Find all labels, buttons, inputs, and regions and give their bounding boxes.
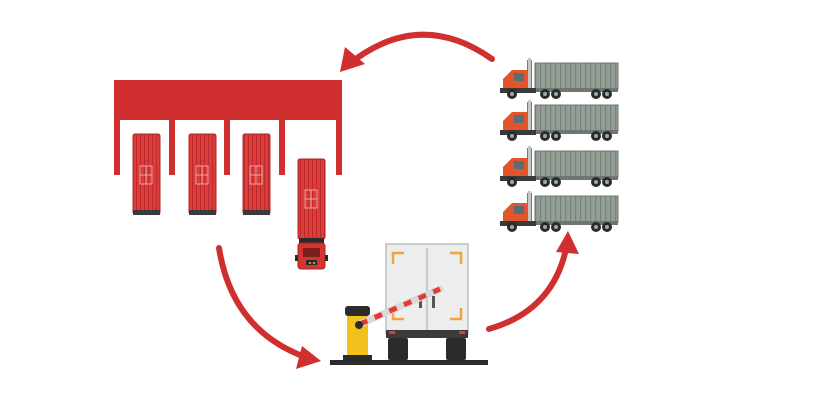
gate-post (343, 306, 372, 360)
arrow-fleet-to-dock (346, 31, 495, 67)
warehouse-dock-icon (114, 80, 342, 270)
arrow-gate-to-fleet (486, 241, 570, 332)
semi-truck (500, 58, 619, 99)
docked-trailer (188, 133, 217, 215)
docked-trailer (242, 133, 271, 215)
arrow-dock-to-gate (216, 245, 308, 360)
cycle-arrow-icon (216, 31, 579, 369)
ground-line (330, 360, 488, 365)
checkpoint-gate-icon (330, 243, 488, 365)
semi-truck (500, 146, 619, 187)
docked-trailer (132, 133, 161, 215)
barrier-arm (355, 285, 444, 329)
dock-roof (114, 80, 342, 120)
departing-truck (295, 158, 328, 270)
semi-truck (500, 100, 619, 141)
truck-fleet-icon (500, 58, 619, 232)
truck-rear (385, 243, 469, 360)
semi-truck (500, 191, 619, 232)
